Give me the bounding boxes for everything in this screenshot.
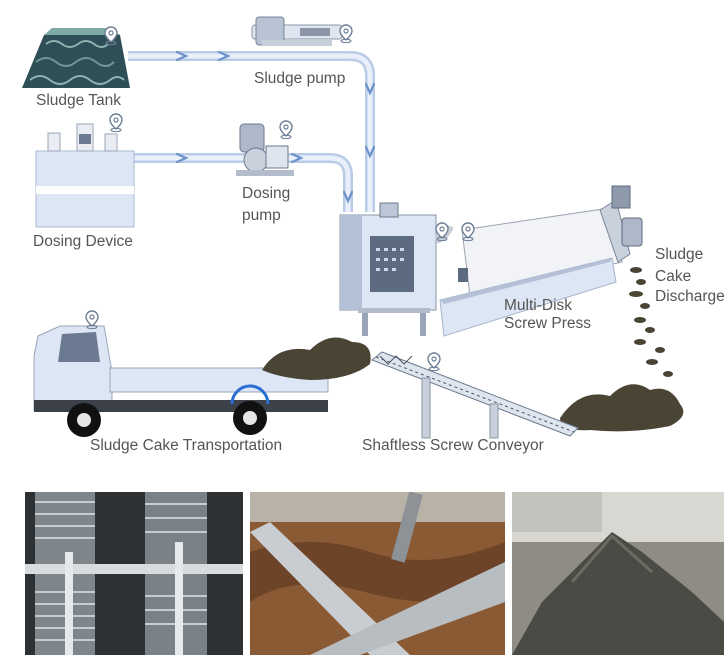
dosing-device: [35, 123, 135, 228]
truck: [33, 325, 371, 437]
label-press-1: Multi-Disk: [504, 297, 573, 314]
label-sludge-pump: Sludge pump: [254, 70, 346, 87]
sludge-cake-pile-photo: [512, 492, 724, 655]
sludge-cake-discharge: [560, 267, 684, 432]
label-dosing-pump-2: pump: [242, 207, 281, 224]
label-discharge-2: Cake: [655, 268, 692, 285]
location-pin-icon: [109, 113, 123, 133]
location-pin-icon: [104, 26, 118, 46]
shaftless-screw-conveyor: [371, 351, 579, 439]
flocculation-tank: [339, 202, 454, 336]
process-diagram: [22, 16, 684, 439]
dosing-pipe: [133, 153, 353, 212]
screw-press-closeup-photo: [25, 492, 243, 655]
sludge-tank: [22, 28, 130, 88]
label-conveyor: Shaftless Screw Conveyor: [362, 437, 544, 454]
sludge-dewatering-photo: [250, 492, 505, 655]
label-discharge-3: Discharge: [655, 288, 725, 305]
location-pin-icon: [279, 120, 293, 140]
label-transport: Sludge Cake Transportation: [90, 437, 283, 454]
dosing-pump: [236, 123, 294, 176]
sludge-pipe: [128, 51, 375, 212]
label-sludge-tank: Sludge Tank: [36, 92, 122, 109]
location-pin-icon: [85, 310, 99, 330]
location-pin-icon: [461, 222, 475, 242]
location-pin-icon: [427, 352, 441, 372]
label-dosing-pump-1: Dosing: [242, 185, 291, 202]
label-dosing-device: Dosing Device: [33, 233, 133, 250]
label-press-2: Screw Press: [504, 315, 591, 332]
location-pin-icon: [339, 24, 353, 44]
label-discharge-1: Sludge: [655, 246, 704, 263]
process-diagram-graphic: [22, 16, 684, 439]
sludge-pump: [251, 16, 343, 46]
multi-disk-screw-press: [439, 185, 643, 337]
location-pin-icon: [435, 222, 449, 242]
